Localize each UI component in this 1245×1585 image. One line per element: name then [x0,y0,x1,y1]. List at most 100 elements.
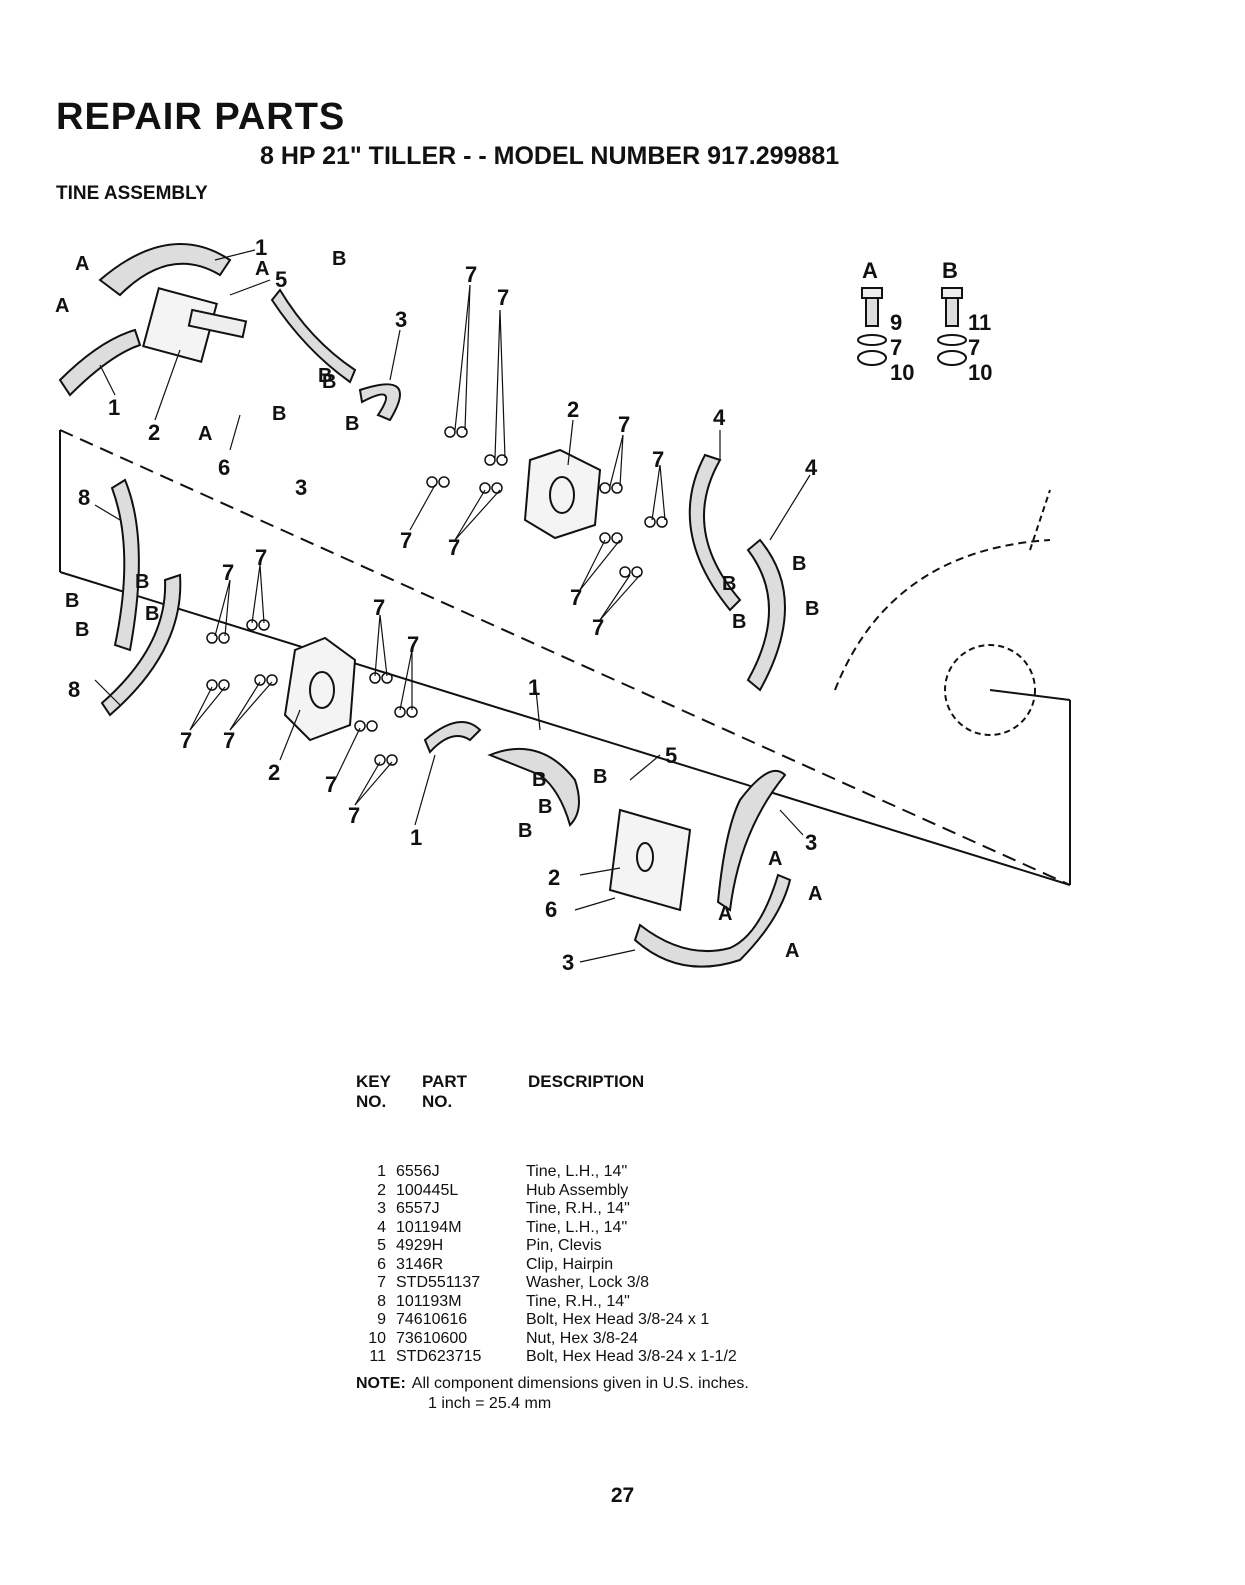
tine-shape-8-upper [110,478,140,652]
cell-part: 6556J [396,1163,440,1180]
cell-description: Hub Assembly [526,1181,629,1199]
model-subtitle: 8 HP 21" TILLER - - MODEL NUMBER 917.299… [260,142,840,170]
svg-text:3: 3 [295,475,307,500]
svg-text:B: B [805,598,819,620]
tine-shape-3b-upper [358,383,401,422]
column-header-description: DESCRIPTION [528,1072,645,1091]
svg-text:B: B [318,365,332,387]
svg-text:7: 7 [968,335,980,360]
tine-shape-3-upper [270,288,357,384]
hardware-label-a: A [862,258,878,283]
cell-part: 74610616 [396,1311,468,1328]
svg-text:3: 3 [562,950,574,975]
svg-text:2: 2 [548,865,560,890]
svg-text:7: 7 [400,528,412,553]
shaft-stub-upper-left [187,308,248,339]
svg-text:7: 7 [448,535,460,560]
leader-lines [94,249,811,963]
svg-text:7: 7 [497,285,509,310]
cell-description: Pin, Clevis [526,1237,602,1254]
svg-text:A: A [718,903,732,925]
svg-text:7: 7 [222,560,234,585]
svg-text:8: 8 [68,677,80,702]
svg-text:7: 7 [373,595,385,620]
svg-text:A: A [768,848,782,870]
svg-text:5: 5 [665,743,677,768]
svg-text:8: 8 [78,485,90,510]
svg-text:A: A [55,295,69,317]
cell-description: Tine, R.H., 14" [526,1200,630,1217]
svg-text:1: 1 [410,825,422,850]
svg-text:B: B [518,820,532,842]
hardware-b-bolt-icon [937,287,967,366]
hub-plate-center-lower [283,636,357,742]
hardware-label-b: B [942,258,958,283]
svg-text:7: 7 [890,335,902,360]
tine-shape-8-lower [100,573,182,717]
cell-part: 73610600 [396,1329,468,1347]
svg-text:B: B [135,571,149,593]
svg-text:B: B [722,573,736,595]
svg-text:6: 6 [218,455,230,480]
tiller-housing-outline [834,539,1051,691]
cell-description: Bolt, Hex Head 3/8-24 x 1-1/2 [526,1348,737,1365]
shaft-line-bottom [59,571,1071,886]
svg-text:1: 1 [255,235,267,260]
svg-text:B: B [272,403,286,425]
cell-key: 5 [377,1237,386,1254]
svg-text:B: B [65,590,79,612]
cell-part: 101194M [396,1218,462,1236]
cell-key: 10 [368,1329,386,1347]
svg-text:7: 7 [223,728,235,753]
dimension-note: NOTE: All component dimensions given in U… [356,1374,749,1414]
cell-description: Tine, L.H., 14" [526,1218,628,1236]
svg-text:B: B [593,766,607,788]
svg-text:B: B [75,619,89,641]
cell-key: 3 [377,1200,386,1217]
tine-shape-1-lower-b [487,747,580,827]
cell-description: Clip, Hairpin [526,1255,614,1273]
hub-plate-upper-left [142,287,218,363]
tine-shape-4-right [746,538,786,692]
svg-text:B: B [732,611,746,633]
svg-text:7: 7 [348,803,360,828]
note-line-1: All component dimensions given in U.S. i… [411,1375,749,1392]
table-row: 11 STD623715 Bolt, Hex Head 3/8-24 x 1-1/2 [352,1348,737,1367]
hub-plate-lower-right [608,808,692,912]
column-header-part: PART NO. [422,1072,468,1111]
svg-text:7: 7 [465,262,477,287]
svg-text:3: 3 [395,307,407,332]
section-title: TINE ASSEMBLY [56,183,208,204]
note-line-2: 1 inch = 25.4 mm [428,1395,552,1412]
page-number: 27 [610,1484,635,1507]
cell-part: STD623715 [396,1348,482,1365]
cell-part: 3146R [396,1255,444,1273]
svg-text:7: 7 [592,615,604,640]
svg-text:A: A [785,940,799,962]
svg-text:A: A [255,258,269,280]
note-label: NOTE: [356,1375,406,1392]
tiller-hub-outline [944,644,1036,736]
hub-hole-lower-right [636,842,654,872]
cell-part: 101193M [396,1292,462,1310]
svg-text:11: 11 [968,310,991,335]
cell-description: Nut, Hex 3/8-24 [526,1329,639,1347]
table-row: 10 73610600 Nut, Hex 3/8-24 [352,1330,737,1349]
svg-text:7: 7 [618,412,630,437]
svg-text:2: 2 [148,420,160,445]
svg-text:1: 1 [108,395,120,420]
hub-hole-center-lower [309,671,335,709]
hardware-a-bolt-icon [857,287,887,366]
svg-text:B: B [532,769,546,791]
cell-key: 11 [369,1348,386,1365]
tine-shape-4-left [688,453,742,612]
cell-key: 9 [377,1311,386,1328]
